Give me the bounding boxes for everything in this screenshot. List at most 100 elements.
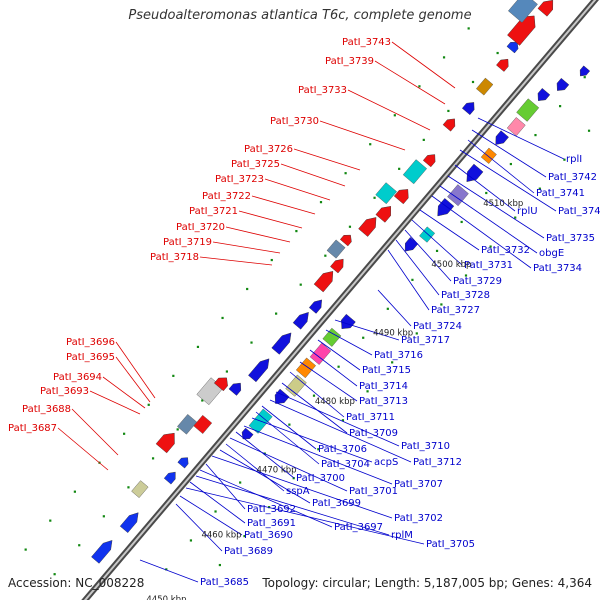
leader-line <box>199 256 273 266</box>
gene-label-reverse: PatI_3735 <box>546 233 595 244</box>
gene-feature <box>579 65 591 77</box>
gene-label-forward: PatI_3719 <box>163 237 212 248</box>
leader-line <box>411 219 463 266</box>
scale-tick-label: 4490 kbp <box>373 328 413 338</box>
leader-line <box>447 175 545 239</box>
leader-line <box>477 117 565 160</box>
gene-label-forward: PatI_3695 <box>66 352 115 363</box>
guide-dot <box>509 162 512 166</box>
leader-line <box>179 495 243 536</box>
gene-feature <box>119 512 139 533</box>
guide-dot <box>362 336 365 339</box>
gene-label-forward: PatI_3687 <box>8 423 57 434</box>
gene-label-reverse: PatI_3697 <box>334 522 383 533</box>
gene-feature <box>422 154 436 168</box>
gene-label-forward: PatI_3726 <box>244 144 293 155</box>
leader-line <box>71 408 119 456</box>
guide-dot <box>312 394 316 397</box>
guide-dot <box>165 568 168 571</box>
gene-label-reverse: PatI_3685 <box>200 577 249 588</box>
guide-dot <box>447 109 450 113</box>
guide-dot <box>435 249 439 253</box>
guide-dot <box>102 515 105 518</box>
gene-feature <box>330 258 344 274</box>
leader-line <box>374 60 446 105</box>
genome-backbone <box>81 0 599 600</box>
gene-label-reverse: rplU <box>517 206 538 217</box>
gene-feature <box>322 327 342 347</box>
gene-label-forward: PatI_3720 <box>176 222 225 233</box>
guide-dot <box>534 133 537 137</box>
guide-dot <box>221 316 224 320</box>
gene-label-forward: PatI_3688 <box>22 404 71 415</box>
label-leaders <box>57 41 565 583</box>
scale-tick-label: 4500 kbp <box>431 260 471 270</box>
leader-line <box>275 391 400 447</box>
leader-line <box>319 120 406 151</box>
leader-line <box>243 425 393 485</box>
gene-label-reverse: PatI_3692 <box>247 504 296 515</box>
guide-dot <box>268 506 271 509</box>
gene-label-reverse: PatI_3701 <box>349 486 398 497</box>
guide-dot <box>239 481 242 484</box>
leader-line <box>189 481 246 524</box>
guide-dot <box>418 85 421 88</box>
gene-label-forward: PatI_3723 <box>215 174 264 185</box>
guide-dot <box>295 229 298 233</box>
gene-feature <box>393 189 409 205</box>
guide-dot <box>373 196 376 199</box>
leader-line <box>391 41 456 89</box>
leader-line <box>459 149 557 212</box>
gene-label-reverse: PatI_3699 <box>312 498 361 509</box>
gene-feature <box>248 358 270 383</box>
gene-labels: PatI_3743PatI_3739PatI_3733PatI_3730PatI… <box>8 37 600 588</box>
gene-label-reverse: PatI_3706 <box>318 444 367 455</box>
guide-dot <box>250 341 253 344</box>
leader-line <box>235 431 295 479</box>
gene-label-reverse: PatI_3700 <box>296 473 345 484</box>
leader-line <box>115 341 156 399</box>
gene-feature <box>375 182 397 205</box>
leader-line <box>299 361 358 402</box>
gene-feature <box>163 471 176 485</box>
backbone-light <box>83 0 597 600</box>
gene-feature <box>228 382 242 396</box>
gene-label-reverse: PatI_3707 <box>394 479 443 490</box>
gene-feature <box>419 226 436 243</box>
guide-dot <box>344 172 347 175</box>
guide-dot <box>196 345 200 349</box>
gene-feature <box>495 130 509 145</box>
guide-dot <box>587 129 591 132</box>
guide-dot <box>214 510 217 513</box>
gene-feature <box>285 374 307 397</box>
gene-label-reverse: PatI_3715 <box>362 365 411 376</box>
gene-label-forward: PatI_3722 <box>202 191 251 202</box>
scale-tick-label: 4480 kbp <box>315 397 355 407</box>
guide-dot <box>324 254 327 257</box>
gene-feature <box>313 271 334 293</box>
gene-feature <box>309 342 332 365</box>
leader-line <box>229 437 348 492</box>
leader-line <box>212 241 281 254</box>
gene-feature <box>308 299 322 314</box>
guide-dot <box>398 167 401 170</box>
guide-dot <box>225 370 228 373</box>
gene-label-reverse: PatI_3716 <box>374 350 423 361</box>
leader-line <box>467 139 535 194</box>
gene-feature <box>466 163 484 182</box>
guide-dot <box>471 80 475 84</box>
guide-dot <box>246 287 249 291</box>
leader-line <box>139 559 199 583</box>
gene-feature <box>339 234 352 247</box>
guide-dot <box>538 187 541 190</box>
leader-line <box>289 371 345 418</box>
gene-label-reverse: PatI_3728 <box>441 290 490 301</box>
gene-label-reverse: PatI_3704 <box>321 459 370 470</box>
gene-label-reverse: PatI_3691 <box>247 518 296 529</box>
leader-line <box>309 349 358 387</box>
guide-dot <box>288 423 291 426</box>
gene-feature <box>241 427 254 440</box>
leader-line <box>280 163 346 187</box>
leader-line <box>269 399 412 463</box>
